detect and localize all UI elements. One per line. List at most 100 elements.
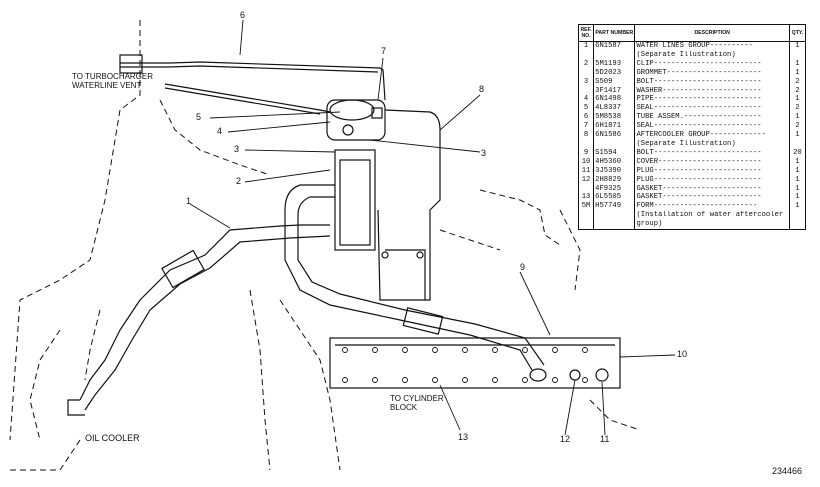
cell-qty: 1 <box>788 95 807 105</box>
cell-ref: 5M <box>577 202 595 212</box>
cell-ref: 7 <box>577 122 595 132</box>
cell-part: 6N1587 <box>593 41 636 51</box>
callout-13: 13 <box>458 432 469 442</box>
cell-qty: 1 <box>788 59 807 69</box>
cell-qty: 1 <box>788 202 807 212</box>
cell-desc: GASKET----------------------- <box>634 193 790 203</box>
cell-part: 3F1417 <box>593 86 636 96</box>
cell-desc: (Separate Illustration) <box>634 139 790 149</box>
cell-qty: 2 <box>788 122 807 132</box>
vent-tube-6 <box>120 61 386 101</box>
cell-part: 5M8538 <box>593 113 636 123</box>
cell-desc: COVER------------------------ <box>634 157 790 167</box>
callout-2: 2 <box>236 176 242 186</box>
callout-4: 4 <box>217 126 223 136</box>
turbo-vent-label: TO TURBOCHARGER WATERLINE VENT <box>72 72 154 90</box>
aftercooler-housing <box>326 99 441 301</box>
leader-lines <box>189 19 676 436</box>
cell-ref: 1 <box>577 41 595 51</box>
cell-qty: 20 <box>788 148 807 158</box>
cell-ref <box>577 68 595 78</box>
cell-part: 5D2023 <box>593 68 636 78</box>
table-row: group) <box>577 220 807 231</box>
cell-desc: WATER LINES GROUP---------- <box>634 41 790 51</box>
cell-ref: 6 <box>577 113 595 123</box>
cell-part <box>593 139 636 149</box>
oil-cooler-label: OIL COOLER <box>85 433 140 443</box>
cell-desc: PIPE------------------------- <box>634 95 790 105</box>
cell-qty: 2 <box>788 104 807 114</box>
cell-ref: 10 <box>577 157 595 167</box>
cell-ref <box>577 220 595 231</box>
cell-desc: (Installation of water aftercooler <box>634 211 790 221</box>
cell-qty: 2 <box>788 86 807 96</box>
cell-ref <box>577 139 595 149</box>
cell-ref <box>577 184 595 194</box>
callout-3-right: 3 <box>481 148 487 158</box>
header-qty: QTY. <box>788 24 807 42</box>
figure-number: 234466 <box>771 466 802 476</box>
cell-part <box>593 211 636 221</box>
cell-ref: 5 <box>577 104 595 114</box>
cell-desc: group) <box>634 220 790 231</box>
cell-part: 6N1586 <box>593 131 636 140</box>
table-row: (Separate Illustration) <box>577 50 807 60</box>
cell-part: S509 <box>593 77 636 87</box>
cell-ref <box>577 86 595 96</box>
cell-desc: FORM------------------------ <box>634 202 790 212</box>
cell-part: 4L8337 <box>593 104 636 114</box>
cell-part: 5M1193 <box>593 59 636 69</box>
callout-10: 10 <box>677 349 688 359</box>
cell-desc: (Separate Illustration) <box>634 50 790 60</box>
cell-part: 4F9325 <box>593 184 636 194</box>
cell-qty: 1 <box>788 166 807 176</box>
cell-qty: 1 <box>788 41 807 51</box>
cell-desc: SEAL------------------------- <box>634 122 790 132</box>
cell-qty: 2 <box>788 77 807 87</box>
cell-qty: 1 <box>788 113 807 123</box>
cell-part: 6H1871 <box>593 122 636 132</box>
callout-3-left: 3 <box>234 144 240 154</box>
cell-ref: 11 <box>577 166 595 176</box>
callout-11: 11 <box>600 434 610 444</box>
cell-ref <box>577 211 595 221</box>
cell-part <box>593 220 636 231</box>
callout-9: 9 <box>520 262 526 272</box>
cell-desc: GROMMET---------------------- <box>634 68 790 78</box>
table-row: (Installation of water aftercooler <box>577 211 807 221</box>
cell-desc: AFTERCOOLER GROUP------------- <box>634 131 790 140</box>
callout-5: 5 <box>196 112 202 122</box>
cell-desc: BOLT------------------------- <box>634 148 790 158</box>
callout-1: 1 <box>186 196 192 206</box>
cell-ref: 3 <box>577 77 595 87</box>
cell-desc: CLIP------------------------- <box>634 59 790 69</box>
cover-plate-10 <box>329 337 621 389</box>
cell-part: 6N1498 <box>593 95 636 105</box>
cell-qty: 1 <box>788 175 807 185</box>
callout-12: 12 <box>560 434 571 444</box>
cell-qty: 1 <box>788 157 807 167</box>
cell-part: 6L5505 <box>593 193 636 203</box>
cell-ref: 9 <box>577 148 595 158</box>
water-pipe-9 <box>284 184 547 382</box>
cell-desc: SEAL------------------------- <box>634 104 790 114</box>
cell-desc: TUBE ASSEM.------------------ <box>634 113 790 123</box>
plug-11 <box>595 368 609 382</box>
cell-desc: BOLT------------------------- <box>634 77 790 87</box>
cell-qty: 1 <box>788 184 807 194</box>
cell-qty <box>788 211 807 221</box>
cell-ref: 2 <box>577 59 595 69</box>
